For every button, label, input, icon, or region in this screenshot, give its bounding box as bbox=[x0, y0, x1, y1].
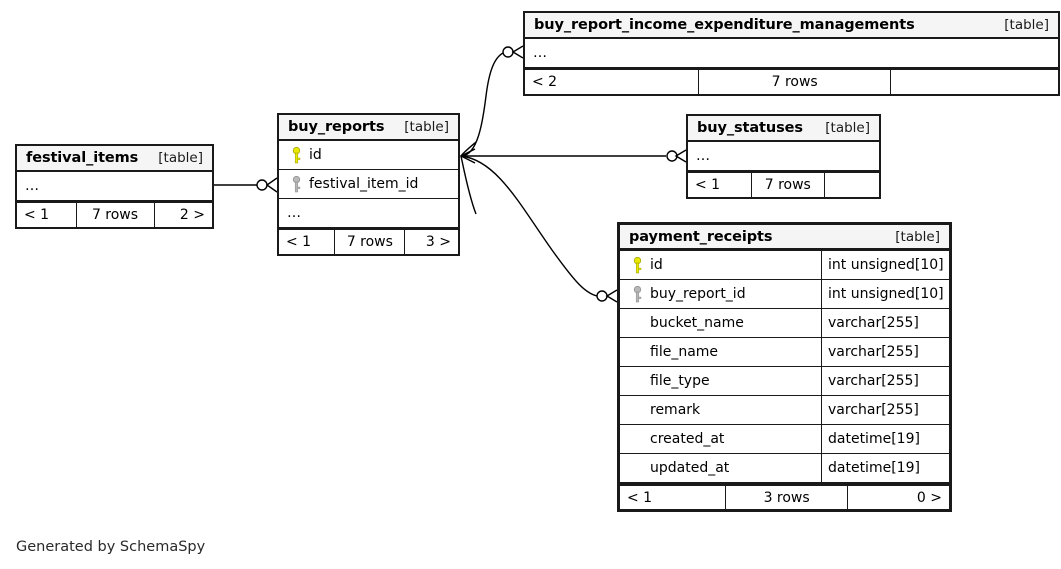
column-name-cell: file_name bbox=[620, 338, 821, 366]
table-row[interactable]: bucket_name varchar[255] bbox=[620, 309, 949, 338]
column-name-cell: buy_report_id bbox=[620, 280, 821, 308]
table-type-tag: [table] bbox=[404, 119, 449, 135]
column-name-cell: festival_item_id bbox=[279, 170, 458, 198]
table-buy_report_income_expenditure_managements[interactable]: buy_report_income_expenditure_management… bbox=[523, 11, 1060, 96]
table-header-payment_receipts[interactable]: payment_receipts [table] bbox=[620, 225, 949, 251]
column-ellipsis: … bbox=[287, 205, 302, 221]
table-festival_items[interactable]: festival_items [table] … < 1 7 rows 2 > bbox=[15, 144, 214, 229]
column-label: created_at bbox=[650, 431, 725, 447]
column-type: varchar[255] bbox=[821, 367, 949, 395]
column-name-cell: id bbox=[620, 251, 821, 279]
table-row[interactable]: … bbox=[279, 199, 458, 228]
footer-parent-count: < 2 bbox=[532, 74, 558, 90]
primary-key-icon bbox=[628, 256, 646, 274]
table-title: buy_reports bbox=[288, 119, 385, 135]
table-row[interactable]: … bbox=[525, 39, 1058, 68]
table-footer-payment_receipts: < 1 3 rows 0 > bbox=[620, 483, 949, 509]
table-type-tag: [table] bbox=[158, 150, 203, 166]
table-row[interactable]: file_type varchar[255] bbox=[620, 367, 949, 396]
footer-row-count: 7 rows bbox=[75, 203, 154, 227]
table-footer-buy_reports: < 1 7 rows 3 > bbox=[279, 228, 458, 254]
table-row[interactable]: file_name varchar[255] bbox=[620, 338, 949, 367]
footer-child-count: 0 > bbox=[846, 486, 949, 509]
column-label: festival_item_id bbox=[309, 176, 419, 192]
column-ellipsis: … bbox=[533, 45, 548, 61]
table-type-tag: [table] bbox=[895, 228, 940, 245]
table-title: buy_statuses bbox=[697, 120, 803, 136]
edge-buy_reports-payment_receipts bbox=[460, 155, 618, 303]
generated-by-note: Generated by SchemaSpy bbox=[16, 539, 206, 555]
table-row[interactable]: buy_report_id int unsigned[10] bbox=[620, 280, 949, 309]
primary-key-icon bbox=[287, 146, 305, 164]
column-label: file_name bbox=[650, 344, 719, 360]
table-header-buy_statuses[interactable]: buy_statuses [table] bbox=[688, 116, 879, 142]
table-row[interactable]: … bbox=[17, 172, 212, 201]
footer-row-count: 7 rows bbox=[751, 173, 824, 197]
table-row[interactable]: id bbox=[279, 141, 458, 170]
table-row[interactable]: id int unsigned[10] bbox=[620, 251, 949, 280]
table-title: festival_items bbox=[26, 150, 139, 166]
column-type: varchar[255] bbox=[821, 338, 949, 366]
column-label: file_type bbox=[650, 373, 710, 389]
edge-buy_reports-income_expenditure bbox=[460, 45, 524, 215]
footer-parent-count: < 1 bbox=[286, 234, 312, 250]
column-type: int unsigned[10] bbox=[821, 280, 949, 308]
table-payment_receipts[interactable]: payment_receipts [table] id int unsigned… bbox=[617, 222, 952, 512]
footer-parent-count: < 1 bbox=[24, 207, 50, 223]
column-name-cell: file_type bbox=[620, 367, 821, 395]
column-name-cell: remark bbox=[620, 396, 821, 424]
table-footer-festival_items: < 1 7 rows 2 > bbox=[17, 201, 212, 227]
column-label: id bbox=[309, 147, 322, 163]
foreign-key-icon bbox=[287, 175, 305, 193]
footer-child-count: 3 > bbox=[404, 230, 458, 254]
column-label: id bbox=[650, 257, 663, 273]
table-title: payment_receipts bbox=[629, 228, 773, 245]
edge-buy_reports-buy_statuses bbox=[459, 148, 687, 164]
table-type-tag: [table] bbox=[1004, 17, 1049, 33]
column-type: int unsigned[10] bbox=[821, 251, 949, 279]
footer-row-count: 3 rows bbox=[725, 486, 847, 509]
table-type-tag: [table] bbox=[825, 120, 870, 136]
column-label: bucket_name bbox=[650, 315, 744, 331]
table-buy_statuses[interactable]: buy_statuses [table] … < 1 7 rows bbox=[686, 114, 881, 199]
column-name-cell: updated_at bbox=[620, 454, 821, 482]
column-label: remark bbox=[650, 402, 701, 418]
column-ellipsis: … bbox=[696, 148, 711, 164]
table-row[interactable]: updated_at datetime[19] bbox=[620, 454, 949, 483]
column-name-cell: created_at bbox=[620, 425, 821, 453]
table-header-festival_items[interactable]: festival_items [table] bbox=[17, 146, 212, 172]
table-footer-buy_report_income_expenditure_managements: < 2 7 rows bbox=[525, 68, 1058, 94]
column-label: buy_report_id bbox=[650, 286, 746, 302]
footer-child-count: 2 > bbox=[153, 203, 213, 227]
table-row[interactable]: … bbox=[688, 142, 879, 171]
edge-festival_items-buy_reports bbox=[214, 177, 278, 193]
table-header-buy_reports[interactable]: buy_reports [table] bbox=[279, 115, 458, 141]
footer-row-count: 7 rows bbox=[334, 230, 404, 254]
foreign-key-icon bbox=[628, 285, 646, 303]
column-type: datetime[19] bbox=[821, 454, 949, 482]
column-type: varchar[255] bbox=[821, 396, 949, 424]
table-row[interactable]: remark varchar[255] bbox=[620, 396, 949, 425]
column-name-cell: bucket_name bbox=[620, 309, 821, 337]
footer-child-count bbox=[890, 70, 1058, 94]
footer-parent-count: < 1 bbox=[695, 177, 721, 193]
column-ellipsis: … bbox=[25, 178, 40, 194]
table-row[interactable]: festival_item_id bbox=[279, 170, 458, 199]
footer-parent-count: < 1 bbox=[627, 489, 653, 506]
column-type: varchar[255] bbox=[821, 309, 949, 337]
table-header-buy_report_income_expenditure_managements[interactable]: buy_report_income_expenditure_management… bbox=[525, 13, 1058, 39]
column-type: datetime[19] bbox=[821, 425, 949, 453]
footer-row-count: 7 rows bbox=[698, 70, 890, 94]
table-buy_reports[interactable]: buy_reports [table] id bbox=[277, 113, 460, 256]
column-label: updated_at bbox=[650, 460, 730, 476]
column-name-cell: id bbox=[279, 141, 458, 169]
footer-child-count bbox=[823, 173, 879, 197]
table-footer-buy_statuses: < 1 7 rows bbox=[688, 171, 879, 197]
table-title: buy_report_income_expenditure_management… bbox=[534, 17, 915, 33]
table-row[interactable]: created_at datetime[19] bbox=[620, 425, 949, 454]
